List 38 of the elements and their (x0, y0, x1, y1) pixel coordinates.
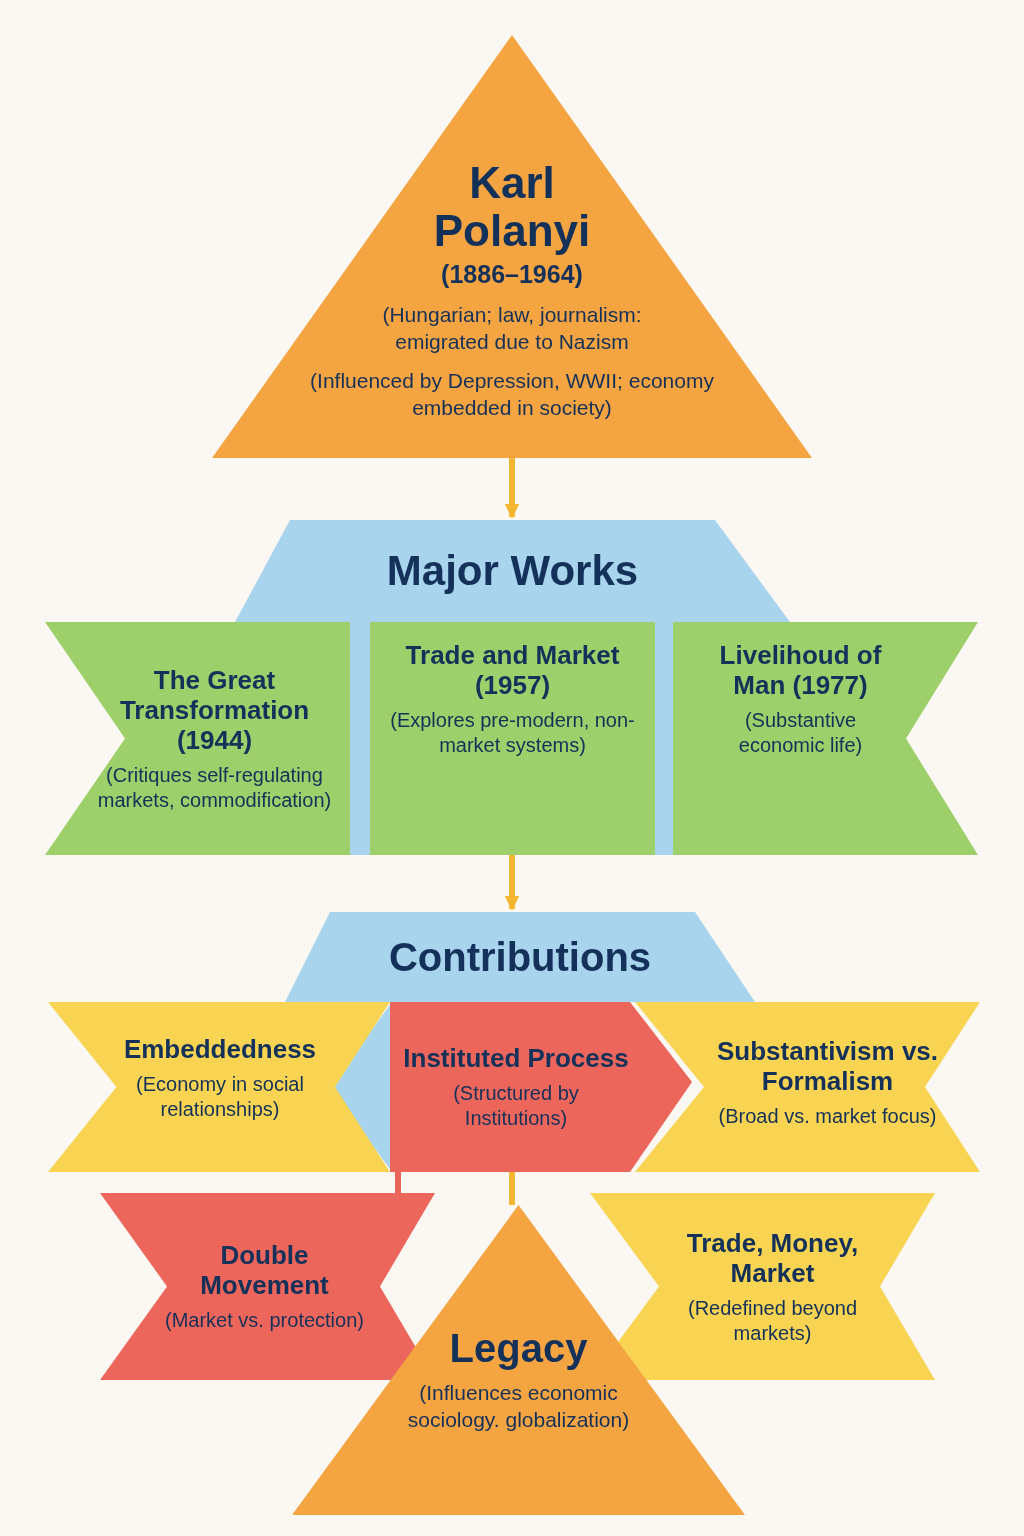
node-title: Legacy (449, 1325, 588, 1371)
node-description: (Hungarian; law, journalism: emigrated due to Nazism (381, 301, 643, 355)
connector-line (395, 1172, 401, 1193)
node-description: (Redefined beyond markets) (687, 1295, 858, 1346)
node-description: (Influenced by Depression, WWII; economy embedded in society) (309, 367, 715, 421)
node-description: (Substantive economic life) (737, 708, 864, 758)
node-description: (Economy in social relationships) (135, 1072, 305, 1122)
node-title: Embeddedness (123, 1034, 317, 1064)
node-title: Livelihoud of Man (1977) (718, 640, 883, 700)
arrow (504, 855, 520, 911)
node-title: Substantivism vs. Formalism (715, 1035, 940, 1096)
node-title: Trade and Market (1957) (404, 640, 621, 700)
ribbon-box (635, 1002, 980, 1172)
arrow (504, 458, 520, 519)
node-title: The Great Transformation (1944) (118, 664, 311, 755)
connector-line (509, 1172, 515, 1205)
node-title: Instituted Process (403, 1043, 629, 1073)
node-title: Karl Polanyi (432, 158, 592, 255)
node-title: Double Movement (199, 1240, 330, 1300)
node-title: Contributions (388, 934, 652, 980)
trapezoid-banner (235, 520, 790, 622)
rect-box (350, 622, 673, 855)
node-description: (1886–1964) (441, 258, 583, 289)
ribbon-box (45, 622, 350, 855)
arrow-box (390, 1002, 692, 1172)
node-description: (Explores pre-modern, non-market systems) (389, 708, 636, 758)
node-description: (Influences economic sociology. globalization) (406, 1380, 631, 1433)
node-title: Major Works (386, 547, 639, 595)
node-description: (Market vs. protection) (165, 1308, 364, 1333)
ribbon-box (100, 1193, 435, 1380)
node-description: (Critiques self-regulating markets, commodification) (96, 762, 333, 813)
node-title: Trade, Money, Market (685, 1227, 860, 1288)
node-description: (Broad vs. market focus) (718, 1103, 937, 1129)
node-description: (Structured by Institutions) (452, 1081, 580, 1131)
ribbon-box (590, 1193, 935, 1380)
ribbon-box (48, 1002, 390, 1172)
triangle-box (212, 35, 812, 458)
ribbon-box (673, 622, 978, 855)
